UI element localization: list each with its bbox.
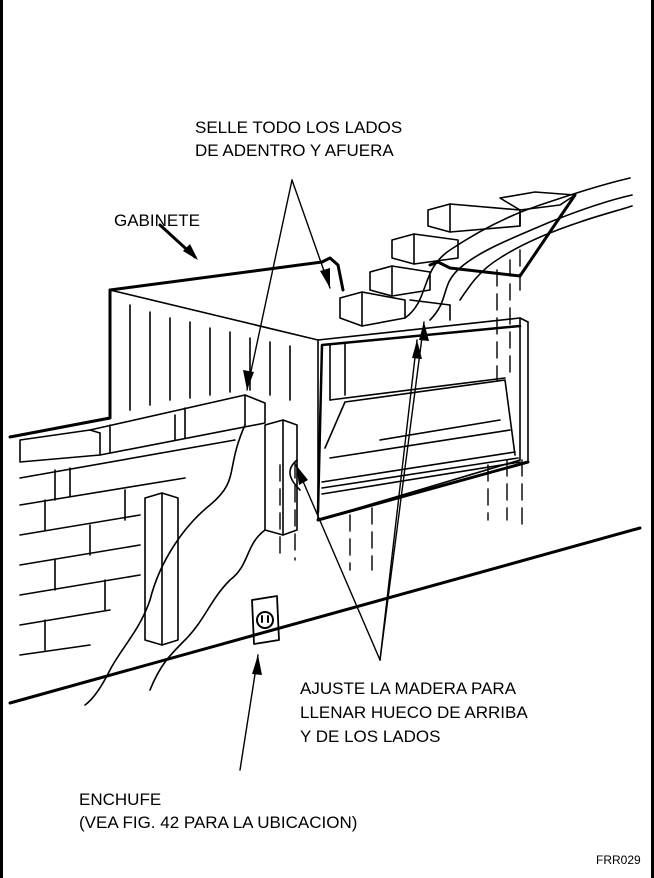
right-bricks [339, 191, 576, 327]
outlet-label-line1: ENCHUFE [79, 790, 162, 809]
outlet-label-line2: (VEA FIG. 42 PARA LA UBICACION) [79, 813, 358, 832]
wood-label-line3: Y DE LOS LADOS [300, 727, 441, 746]
seal-arrow-left [246, 179, 293, 391]
wood-label-line1: AJUSTE LA MADERA PARA [300, 679, 517, 698]
wood-studs [144, 419, 301, 691]
cabinet [109, 289, 530, 522]
wood-arrow-right [379, 321, 425, 661]
wood-arrow-left [295, 464, 381, 661]
seal-label-line1: SELLE TODO LOS LADOS [195, 118, 403, 137]
seal-label-line2: DE ADENTRO Y AFUERA [195, 141, 394, 160]
electrical-outlet-icon [251, 595, 280, 645]
left-brick-wall [19, 394, 266, 706]
hidden-lines [279, 249, 523, 571]
right-wall-edge [404, 177, 633, 321]
wood-arrow-middle [379, 339, 418, 661]
cabinet-label: GABINETE [114, 211, 200, 230]
arrowheads [183, 244, 429, 675]
figure-code: FRR029 [596, 853, 641, 867]
wood-label-line2: LLENAR HUECO DE ARRIBA [300, 703, 528, 722]
